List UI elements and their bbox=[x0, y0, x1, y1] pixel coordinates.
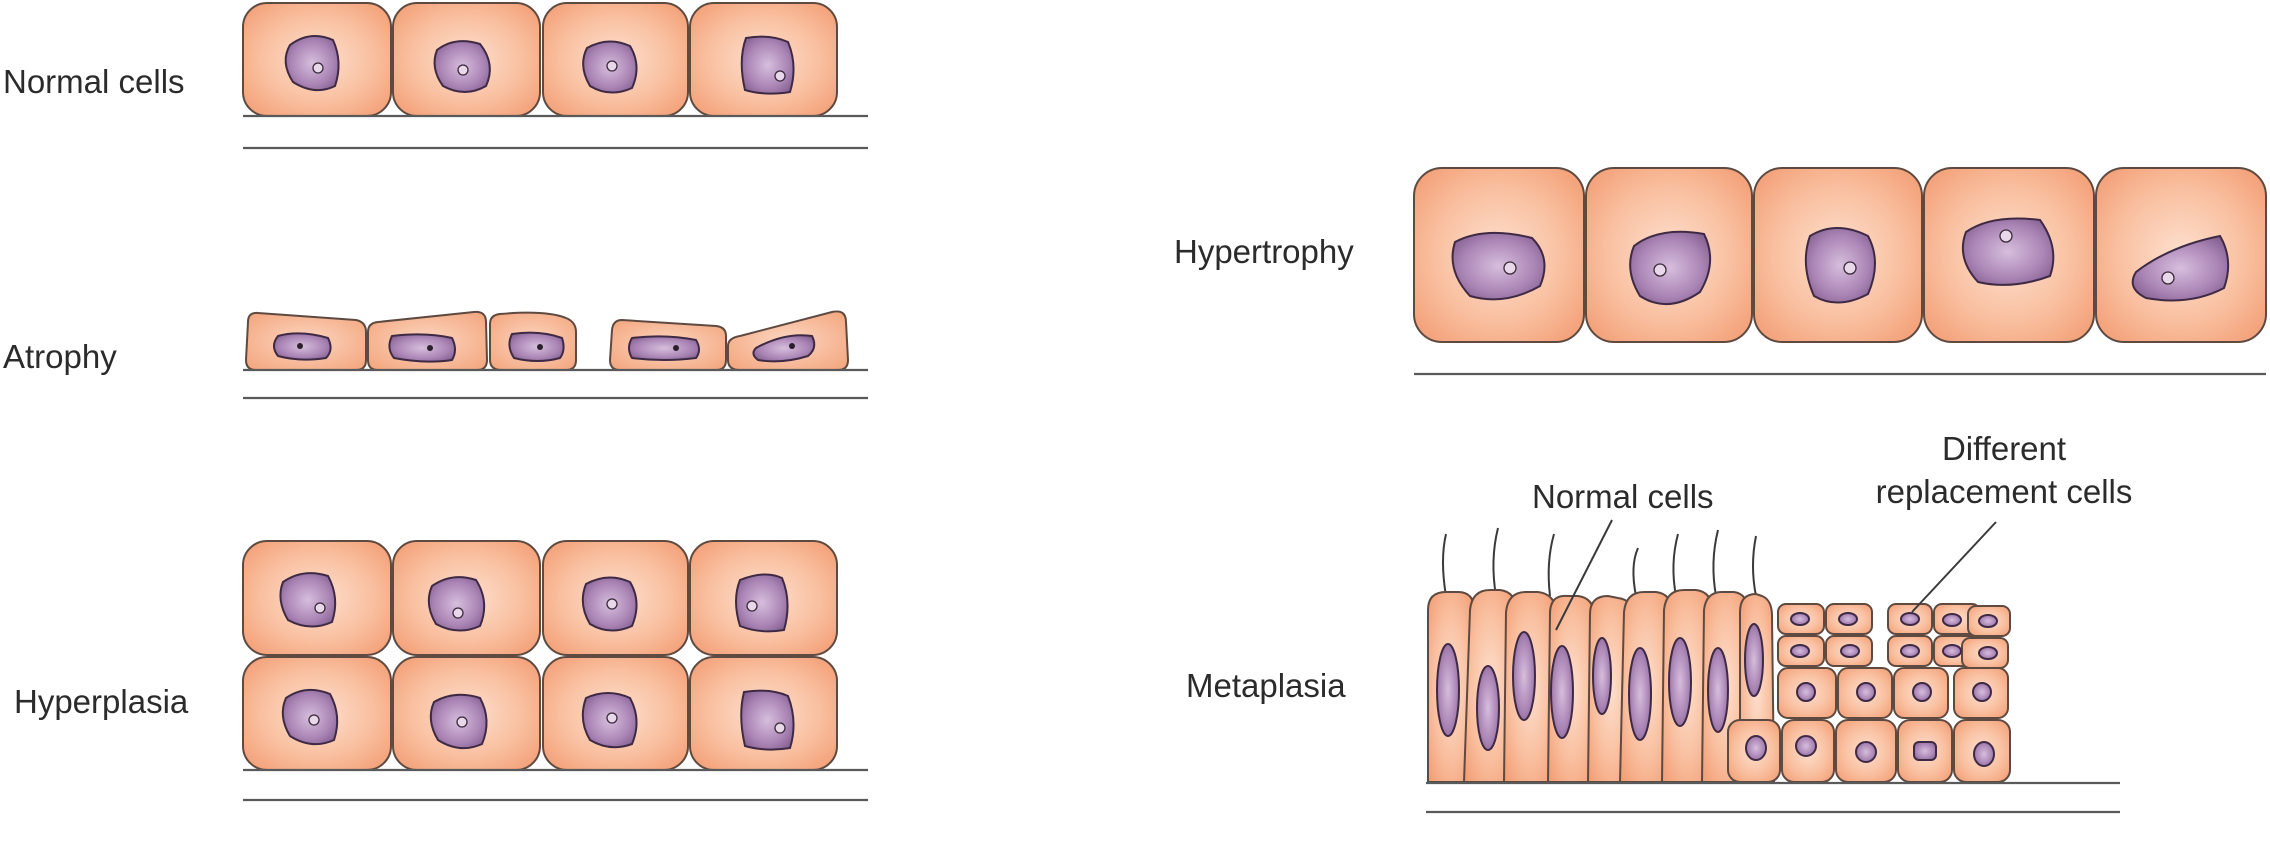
hyperplasia-panel: Hyperplasia bbox=[14, 540, 868, 802]
nucleus bbox=[752, 334, 816, 363]
nucleus bbox=[1476, 665, 1500, 751]
nucleolus bbox=[1653, 263, 1667, 277]
nucleolus bbox=[312, 62, 324, 74]
nucleolus bbox=[457, 64, 469, 76]
nucleus bbox=[1804, 227, 1876, 304]
hypertrophy-panel: Hypertrophy bbox=[1174, 167, 2267, 376]
nucleus bbox=[1744, 623, 1764, 697]
atrophy-cell-row bbox=[244, 310, 850, 371]
metaplasia-label: Metaplasia bbox=[1186, 667, 1346, 704]
cilium bbox=[1442, 533, 1447, 597]
nucleus bbox=[279, 572, 337, 628]
nucleus bbox=[1900, 612, 1920, 626]
nucleus bbox=[1855, 741, 1877, 763]
nucleus bbox=[1512, 631, 1536, 721]
nucleolus bbox=[1999, 229, 2013, 243]
nucleolus bbox=[308, 714, 320, 726]
different-replacement-label-line1: Different bbox=[1942, 430, 2066, 467]
nucleolus bbox=[606, 598, 618, 610]
nucleolus bbox=[314, 602, 326, 614]
columnar-cells bbox=[1427, 589, 1776, 783]
nucleus bbox=[284, 35, 340, 92]
nucleus bbox=[1628, 647, 1652, 741]
nucleus bbox=[1629, 230, 1711, 306]
metaplasia-panel: Metaplasia Normal cells Different replac… bbox=[1186, 430, 2133, 814]
cilia bbox=[1442, 527, 1757, 597]
nucleus bbox=[1900, 644, 1920, 658]
cilium bbox=[1632, 547, 1639, 597]
atrophy-label: Atrophy bbox=[3, 338, 117, 375]
normal-cell-row bbox=[242, 2, 838, 117]
different-replacement-label-line2: replacement cells bbox=[1876, 473, 2133, 510]
hyperplasia-top-row bbox=[242, 540, 838, 656]
nucleolus bbox=[606, 712, 618, 724]
nucleolus bbox=[774, 70, 786, 82]
nucleus bbox=[1668, 637, 1692, 727]
cilium bbox=[1752, 535, 1757, 597]
nucleus bbox=[2131, 234, 2230, 302]
nucleus bbox=[740, 689, 795, 751]
nucleus bbox=[388, 333, 456, 363]
nucleus bbox=[1436, 643, 1460, 737]
nucleolus bbox=[537, 344, 543, 350]
nucleolus bbox=[789, 343, 795, 349]
nucleus bbox=[1978, 646, 1998, 660]
nucleus bbox=[1942, 644, 1962, 658]
nucleolus bbox=[452, 607, 464, 619]
nucleus bbox=[1790, 644, 1810, 658]
hyperplasia-label: Hyperplasia bbox=[14, 683, 189, 720]
nucleolus bbox=[1843, 261, 1857, 275]
nucleus bbox=[1745, 735, 1767, 761]
nucleolus bbox=[774, 722, 786, 734]
nucleolus bbox=[427, 345, 433, 351]
nucleolus bbox=[673, 345, 679, 351]
nucleus bbox=[1451, 231, 1546, 301]
hyperplasia-bottom-row bbox=[242, 656, 838, 771]
nucleus bbox=[508, 331, 565, 362]
cilium bbox=[1492, 527, 1499, 597]
nucleus bbox=[1913, 741, 1937, 761]
cilium bbox=[1547, 533, 1555, 597]
nucleus bbox=[1707, 647, 1729, 733]
nucleus bbox=[1978, 614, 1998, 628]
nucleolus bbox=[456, 716, 468, 728]
nucleolus bbox=[2161, 271, 2175, 285]
nucleus bbox=[1795, 735, 1817, 757]
nucleus bbox=[735, 573, 789, 633]
nucleolus bbox=[297, 343, 303, 349]
nucleolus bbox=[606, 60, 618, 72]
nucleus bbox=[1856, 682, 1876, 702]
metaplasia-normal-cells-label: Normal cells bbox=[1532, 478, 1714, 515]
nucleus bbox=[1912, 682, 1932, 702]
nucleus bbox=[427, 576, 486, 632]
atrophy-panel: Atrophy bbox=[3, 310, 868, 400]
replacement-cells-leader-line bbox=[1911, 521, 1997, 613]
nucleus bbox=[1550, 645, 1574, 739]
hypertrophy-cell-row bbox=[1413, 167, 2267, 343]
nucleus bbox=[1942, 613, 1962, 627]
normal-cells-leader-line bbox=[1555, 519, 1613, 631]
nucleus bbox=[1592, 637, 1612, 715]
cilium bbox=[1712, 529, 1719, 597]
nucleus bbox=[1838, 612, 1858, 626]
nucleolus bbox=[1503, 261, 1517, 275]
nucleolus bbox=[746, 600, 758, 612]
nucleus bbox=[1796, 682, 1816, 702]
nucleus bbox=[1962, 217, 2055, 286]
nucleus bbox=[1790, 612, 1810, 626]
nucleus bbox=[1840, 644, 1860, 658]
normal-cells-panel: Normal cells bbox=[3, 2, 868, 150]
nucleus bbox=[1972, 682, 1992, 702]
replacement-cells bbox=[1727, 603, 2011, 783]
hypertrophy-label: Hypertrophy bbox=[1174, 233, 1354, 270]
nucleus bbox=[628, 335, 700, 361]
nucleus bbox=[1973, 741, 1995, 767]
cilium bbox=[1672, 533, 1679, 597]
normal-cells-label: Normal cells bbox=[3, 63, 185, 100]
nucleus bbox=[740, 35, 795, 95]
